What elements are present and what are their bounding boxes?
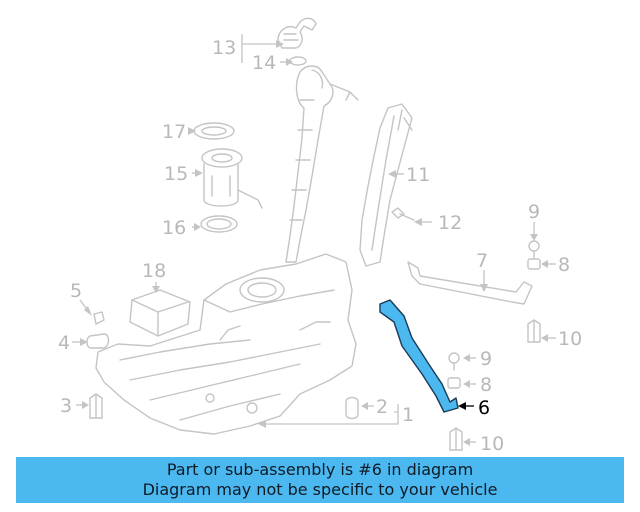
bolt-3-part [89,393,103,419]
filler-neck-part [285,65,359,263]
bolt-9-lower-part [448,352,460,371]
callout-4-leader [72,338,88,346]
pump-seal-part [200,215,238,233]
part-info-banner: Part or sub-assembly is #6 in diagram Di… [16,457,624,503]
callout-18-leader [152,282,160,293]
callout-9-upper: 9 [528,201,540,223]
callout-8-lower-leader [463,380,476,388]
callout-2: 2 [376,396,388,418]
callout-11-leader [388,170,404,178]
fuel-pump-module-part [201,148,263,209]
callout-9-upper-leader [530,222,538,241]
callout-15: 15 [164,163,188,185]
nut-8-upper-part [527,258,541,270]
callout-11: 11 [406,164,430,186]
callout-6-leader[interactable] [458,402,474,410]
callout-4: 4 [58,332,70,354]
callout-5-leader [79,299,92,316]
part-2 [345,396,359,420]
cap-seal-part [289,56,307,66]
callout-15-17-16-leaders [188,127,203,231]
bolt-10-upper-part [527,319,541,343]
callout-16: 16 [162,217,186,239]
callout-1-leader [258,404,399,428]
bolt-5-part [93,311,105,325]
callout-18: 18 [142,260,166,282]
callout-13-leader [241,34,284,63]
callout-8-lower: 8 [480,374,492,396]
banner-line-disclaimer: Diagram may not be specific to your vehi… [142,480,498,499]
callout-10-upper-leader [541,334,556,342]
callout-7: 7 [476,250,488,272]
callout-14-leader [280,58,293,66]
bolt-12-part [391,207,415,221]
callout-1: 1 [402,404,414,426]
callout-10-upper: 10 [558,328,582,350]
strap-7-part [407,261,533,305]
callout-10-lower: 10 [480,433,504,455]
fuel-cap-part [277,17,317,49]
callout-9-lower-leader [463,354,476,362]
callout-8-upper-leader [541,260,556,268]
callout-9-lower: 9 [480,348,492,370]
callout-12: 12 [438,212,462,234]
grommet-4-part [86,333,110,349]
callout-13: 13 [212,37,236,59]
callout-8-upper: 8 [558,254,570,276]
callout-2-leader [361,402,374,410]
callout-7-leader [480,270,488,292]
callout-3-leader [76,401,89,409]
callout-12-leader [414,218,432,226]
callout-5: 5 [70,280,82,302]
pump-lock-ring-part [193,122,235,140]
callout-6-highlighted[interactable]: 6 [478,397,490,419]
bolt-10-lower-part [449,427,463,451]
callout-14: 14 [252,52,276,74]
callout-3: 3 [60,395,72,417]
callout-10-lower-leader [463,438,476,446]
control-module-part [129,289,191,337]
callout-17: 17 [162,121,186,143]
heat-shield-part [359,103,413,267]
nut-8-lower-part [447,377,461,389]
fuel-tank-part [95,253,357,435]
banner-line-part: Part or sub-assembly is #6 in diagram [166,460,474,479]
strap-6-highlighted-part [379,299,459,413]
bolt-9-upper-part [528,240,540,259]
